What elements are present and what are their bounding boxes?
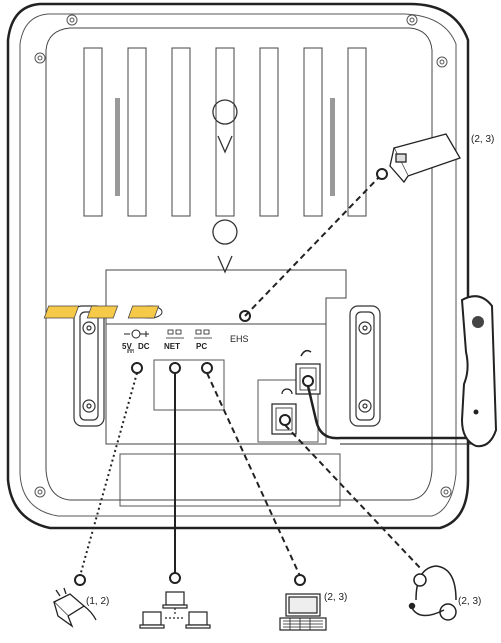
ehs-adapter-icon (389, 133, 461, 184)
ehs-cable (244, 173, 383, 317)
handset-icon (460, 295, 498, 448)
ehs-port-label: EHS (230, 334, 249, 344)
connection-points (131, 310, 314, 426)
dc-label: DC (138, 342, 150, 351)
corner-screws (34, 14, 452, 498)
dc-voltage-label: 5V (122, 342, 132, 351)
vent-slots (83, 47, 367, 217)
headset-icon (408, 565, 457, 621)
headset-cable (284, 424, 423, 571)
inner-panel (45, 27, 433, 501)
phone-body-outline (6, 2, 470, 530)
pc-cable (206, 372, 301, 577)
ehs-adapter-callout: (2, 3) (471, 134, 495, 145)
dc-cable (79, 372, 138, 577)
pc-callout: (2, 3) (324, 592, 348, 603)
headset-callout: (2, 3) (458, 596, 482, 607)
power-adapter-callout: (1, 2) (86, 596, 110, 607)
pc-port-symbol (194, 329, 212, 339)
net-port-label: NET (164, 342, 180, 351)
net-port-symbol (166, 329, 184, 339)
wall-mount-keyholes (212, 99, 238, 274)
pc-port-label: PC (196, 342, 208, 351)
network-icon (139, 591, 211, 629)
port-color-markers (43, 305, 163, 319)
dc-port-symbol (124, 329, 149, 339)
computer-icon (279, 593, 327, 631)
dc-line (127, 349, 134, 353)
handset-cord (306, 385, 478, 440)
stand-rails (73, 305, 381, 427)
power-adapter-icon (52, 587, 97, 628)
